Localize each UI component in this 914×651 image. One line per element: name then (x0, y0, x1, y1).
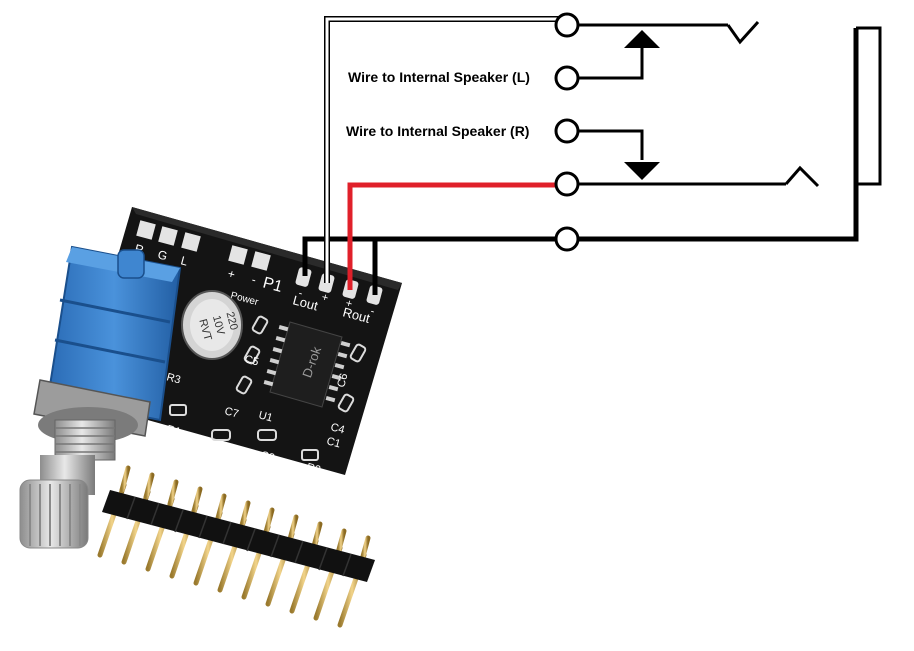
jack-terminal-tip (554, 12, 580, 38)
header-label-plus: + (226, 266, 236, 281)
p1-label: P1 (261, 274, 284, 296)
rout-label: Rout (341, 304, 372, 326)
header-label-g: G (156, 247, 169, 263)
silk-r3: R3 (165, 371, 182, 386)
silk-r1: R1 (165, 423, 182, 438)
top-header-pads (136, 220, 271, 271)
silk-c4: C4 (329, 421, 346, 436)
red-right-wire (347, 182, 560, 290)
lout-label: Lout (291, 292, 320, 313)
speaker-left-label: Wire to Internal Speaker (L) (348, 69, 530, 85)
audio-jack-symbol-icon (554, 12, 882, 252)
cap-text-1: 220 (223, 311, 239, 332)
switch-arrow-up-icon (624, 30, 660, 48)
jack-terminal-left-speaker (554, 65, 580, 91)
amplifier-chip: D-rok (263, 321, 351, 408)
jack-terminal-ring (554, 171, 580, 197)
white-left-wire (324, 16, 560, 283)
speaker-right-label: Wire to Internal Speaker (R) (346, 123, 530, 139)
silk-c6: C6 (335, 372, 350, 389)
jack-terminal-right-speaker (554, 118, 580, 144)
capacitor: 220 10V RVT (181, 290, 243, 360)
silk-c5: C5 (243, 353, 260, 368)
switch-arrow-down-icon (624, 162, 660, 180)
silk-c3: C3 (259, 449, 276, 464)
header-label-minus: - (250, 272, 257, 287)
pin-label-3: + (344, 297, 353, 310)
silk-u1: U1 (257, 409, 274, 424)
cap-text-2: 10V (210, 314, 227, 337)
pin-label-1: - (297, 287, 304, 300)
black-ground-wire (302, 28, 859, 295)
pin-label-2: + (320, 291, 329, 304)
pin-label-4: - (369, 305, 376, 318)
silk-c2: C2 (211, 439, 228, 454)
header-label-l: L (179, 253, 189, 268)
silk-c7: C7 (223, 405, 240, 420)
jack-terminal-sleeve (554, 226, 580, 252)
silk-r2: R2 (305, 461, 322, 476)
smd-components (169, 315, 367, 461)
cap-text-3: RVT (196, 318, 213, 342)
potentiometer-icon (19, 245, 182, 549)
pin-header-icon (97, 465, 375, 628)
silkscreen-labels: R3 R1 R2 C1 C2 C3 C4 C5 C6 C7 U1 (165, 353, 350, 476)
silk-c1: C1 (325, 435, 342, 450)
